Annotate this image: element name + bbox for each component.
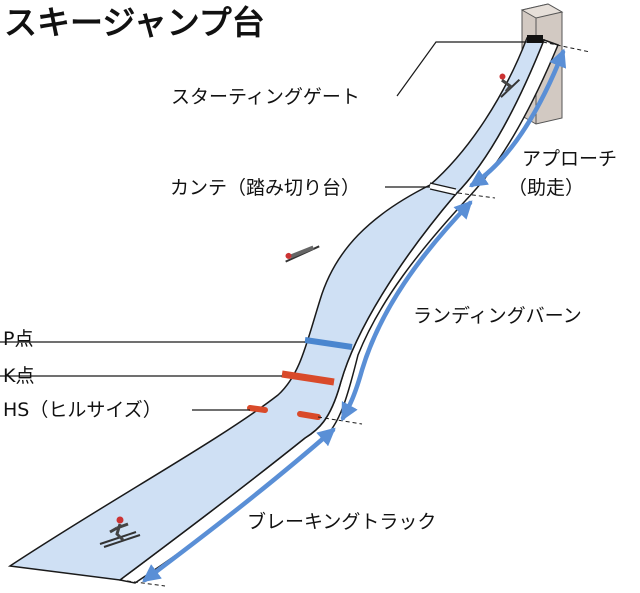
- landing-bahn-arrow: [340, 200, 473, 422]
- skier-landing-icon: [99, 516, 141, 548]
- label-kante: カンテ（踏み切り台）: [170, 177, 360, 199]
- hs-marker-right: [297, 411, 321, 420]
- breaking-track-arrow: [142, 427, 336, 583]
- label-approach-sub: （助走）: [508, 177, 584, 199]
- kante-edge: [429, 183, 457, 195]
- label-landing-bahn: ランディングバーン: [413, 305, 582, 327]
- approach-arrow: [468, 48, 567, 188]
- label-p-point: P点: [3, 328, 33, 350]
- distance-arrows: [142, 48, 567, 583]
- page-title: スキージャンプ台: [4, 3, 265, 42]
- starting-gate-block: [527, 35, 543, 43]
- label-breaking-track: ブレーキングトラック: [247, 510, 436, 533]
- hs-marker-left: [247, 405, 268, 413]
- label-k-point: K点: [3, 365, 34, 387]
- jumper-at-gate-icon: [499, 73, 521, 98]
- jumper-in-flight-icon: [285, 245, 320, 263]
- label-hs: HS（ヒルサイズ）: [3, 399, 162, 421]
- k-point-marker: [281, 370, 335, 386]
- reference-dashes: [119, 41, 591, 587]
- leader-lines: [0, 41, 527, 411]
- label-approach: アプローチ: [522, 148, 617, 170]
- label-starting-gate: スターティングゲート: [171, 86, 360, 108]
